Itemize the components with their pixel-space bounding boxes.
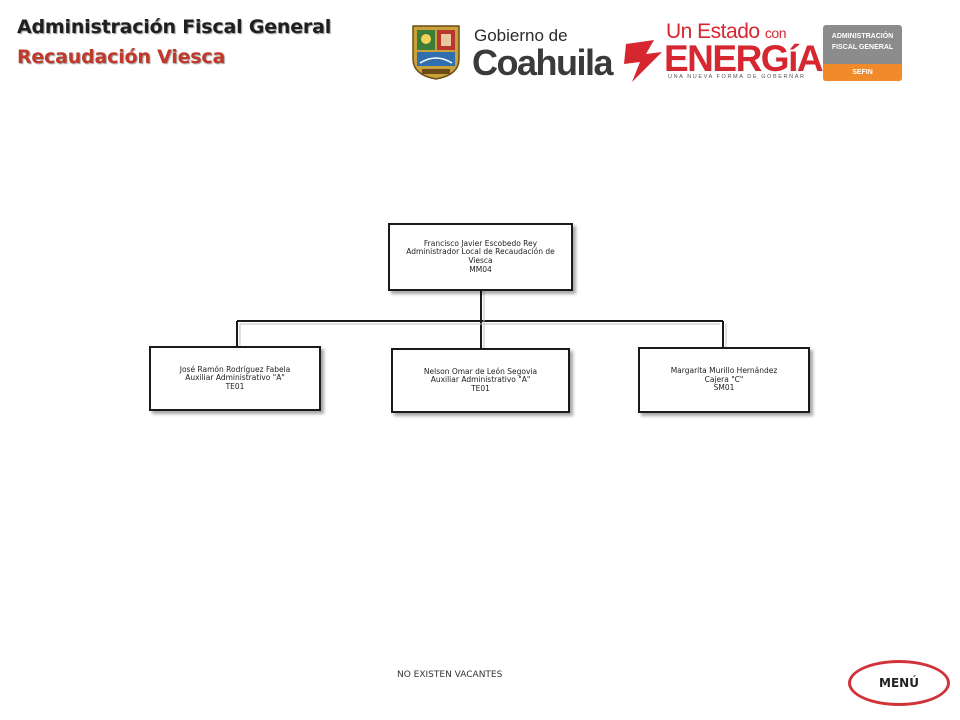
gobierno-logo-line2: Coahuila bbox=[472, 42, 614, 83]
coahuila-shield-icon bbox=[412, 25, 460, 80]
node-role: Auxiliar Administrativo "A" bbox=[430, 375, 531, 385]
node-name: Margarita Murillo Hernández bbox=[670, 366, 778, 376]
afg-logo-bottom: SEFIN bbox=[823, 64, 902, 81]
node-name: Nelson Omar de León Segovia bbox=[423, 366, 538, 376]
node-role: Auxiliar Administrativo "A" bbox=[185, 373, 285, 383]
energia-logo-tagline: UNA NUEVA FORMA DE GOBERNAR bbox=[668, 74, 806, 80]
node-code: SM01 bbox=[713, 383, 735, 393]
energia-logo-line2: ENERGíA bbox=[664, 38, 824, 79]
node-role: Administrador Local de Recaudación de Vi… bbox=[406, 247, 555, 265]
energia-logo-line1: Un Estado con bbox=[666, 20, 786, 43]
node-role: Cajera "C" bbox=[704, 374, 744, 384]
afg-logo: ADMINISTRACIÓN FISCAL GENERAL SEFIN bbox=[823, 25, 902, 81]
org-node-child-1: José Ramón Rodríguez Fabela Auxiliar Adm… bbox=[149, 346, 321, 411]
page-title: Administración Fiscal General bbox=[17, 16, 332, 38]
node-name: José Ramón Rodríguez Fabela bbox=[179, 364, 291, 374]
org-node-child-3: Margarita Murillo Hernández Cajera "C" S… bbox=[638, 347, 810, 413]
gobierno-logo-line1: Gobierno de bbox=[474, 26, 568, 45]
afg-logo-top: ADMINISTRACIÓN FISCAL GENERAL bbox=[831, 33, 894, 51]
node-code: TE01 bbox=[471, 383, 490, 393]
node-code: MM04 bbox=[469, 264, 492, 274]
node-code: TE01 bbox=[225, 381, 245, 391]
org-node-child-2: Nelson Omar de León Segovia Auxiliar Adm… bbox=[391, 348, 570, 413]
energia-bolt-icon bbox=[624, 40, 662, 82]
page-subtitle: Recaudación Viesca bbox=[17, 46, 226, 68]
node-name: Francisco Javier Escobedo Rey bbox=[423, 238, 538, 248]
menu-button[interactable]: MENÚ bbox=[848, 660, 950, 706]
org-node-root: Francisco Javier Escobedo Rey Administra… bbox=[388, 223, 573, 291]
vacancy-note: NO EXISTEN VACANTES bbox=[397, 670, 503, 680]
